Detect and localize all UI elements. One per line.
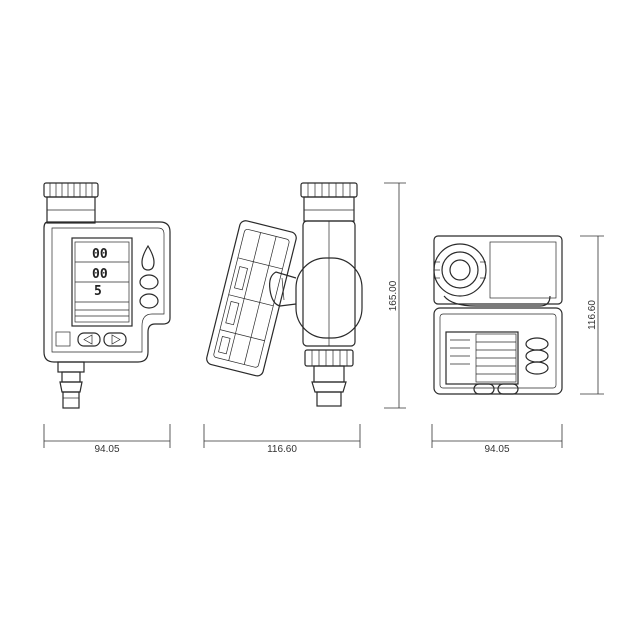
front-right-button	[103, 332, 127, 347]
bottom-button-3	[525, 361, 549, 375]
front-lcd-line2: 00	[92, 267, 108, 282]
bottom-housing	[433, 307, 563, 395]
front-outlet-ring	[57, 361, 85, 373]
dim-height-label: 165.00	[388, 280, 399, 311]
bottom-view	[433, 235, 563, 395]
dimension-bottom-depth: 116.60	[580, 235, 604, 395]
dim-bottom-width-label: 94.05	[484, 444, 509, 455]
front-button-2	[139, 274, 159, 290]
dim-side-width-label: 116.60	[267, 444, 297, 455]
front-view: 00 00 5	[43, 182, 171, 409]
front-button-3	[139, 293, 159, 309]
bottom-button-2	[525, 349, 549, 363]
dimension-side-width: 116.60	[203, 424, 361, 455]
dimension-front-width: 94.05	[43, 424, 171, 455]
front-left-button	[77, 332, 101, 347]
front-lcd-line1: 00	[92, 247, 108, 262]
side-valve-chamber	[295, 257, 363, 339]
front-outlet-nozzle	[59, 381, 83, 393]
front-lcd-line3: 5	[94, 284, 102, 299]
front-drop-button	[141, 244, 155, 271]
dimension-height: 165.00	[384, 182, 406, 409]
dim-front-width-label: 94.05	[94, 444, 119, 455]
dim-bottom-depth-label: 116.60	[587, 300, 598, 330]
bottom-right-button	[497, 383, 519, 395]
front-housing	[43, 221, 171, 363]
side-timer-housing	[206, 220, 297, 377]
front-lcd-panel	[71, 237, 133, 327]
front-top-nut	[43, 182, 99, 198]
bottom-top-block	[433, 235, 563, 305]
bottom-left-button	[473, 383, 495, 395]
dimension-bottom-width: 94.05	[431, 424, 563, 455]
bottom-button-1	[525, 337, 549, 351]
side-view	[206, 182, 363, 407]
